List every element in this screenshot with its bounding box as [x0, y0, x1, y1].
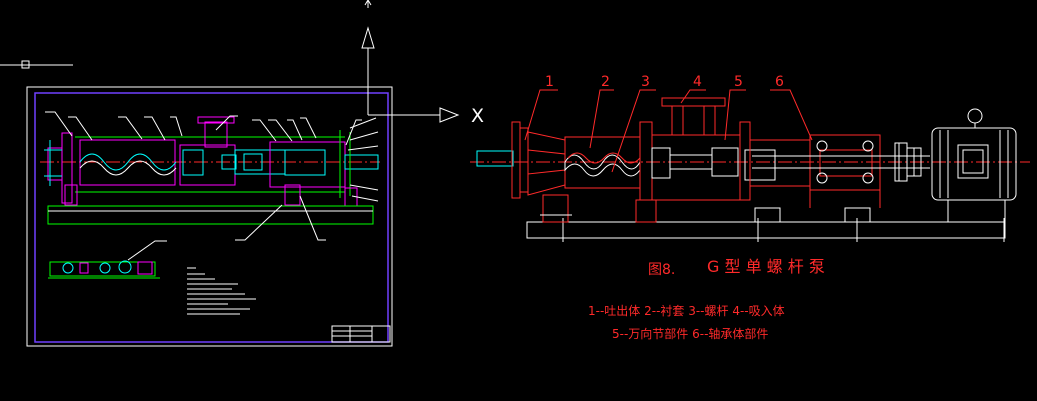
lifting-eye [967, 108, 983, 124]
motor [931, 108, 1017, 223]
figure-number: 图8. [648, 262, 675, 278]
pump-base [526, 221, 1006, 239]
x-axis-label: X [471, 105, 484, 127]
callout-1: 1 [545, 74, 554, 90]
parts-legend-line-1: 1--吐出体 2--衬套 3--螺杆 4--吸入体 [588, 304, 785, 318]
terminal-box [957, 144, 989, 179]
title-block [331, 325, 391, 343]
parts-legend-line-2: 5--万向节部件 6--轴承体部件 [612, 326, 768, 341]
assembly-small-view [48, 240, 167, 279]
discharge-body [511, 121, 572, 223]
callout-5: 5 [734, 74, 743, 90]
ucs-icon: X [361, 0, 484, 127]
figure-caption: 图8. G 型 单 螺 杆 泵 [648, 257, 825, 278]
callout-2: 2 [601, 74, 610, 90]
callout-4: 4 [693, 74, 702, 90]
universal-joint [651, 139, 811, 187]
figure-title: G 型 单 螺 杆 泵 [707, 257, 825, 276]
rotor [79, 153, 177, 171]
cursor-crosshair [0, 60, 73, 69]
g-type-pump-drawing: 1 2 3 4 5 6 [470, 74, 1030, 242]
technical-notes-block [187, 267, 256, 315]
screw-rotor [564, 154, 641, 177]
bearing-housing [752, 134, 930, 223]
discharge-stub [476, 150, 514, 167]
parts-legend: 1--吐出体 2--衬套 3--螺杆 4--吸入体 5--万向节部件 6--轴承… [588, 304, 785, 341]
coupling [894, 142, 922, 182]
sheet-inner-border [34, 92, 389, 343]
suction-body [635, 97, 751, 223]
callout-3: 3 [641, 74, 650, 90]
callout-6: 6 [775, 74, 784, 90]
assembly-drawing-sheet [26, 86, 393, 347]
assembly-leader-lines [45, 111, 379, 241]
assembly-main-view [40, 111, 380, 241]
callout-numbers: 1 2 3 4 5 6 [545, 74, 784, 90]
callout-leaders [524, 89, 813, 173]
sheet-outer-border [26, 86, 393, 347]
